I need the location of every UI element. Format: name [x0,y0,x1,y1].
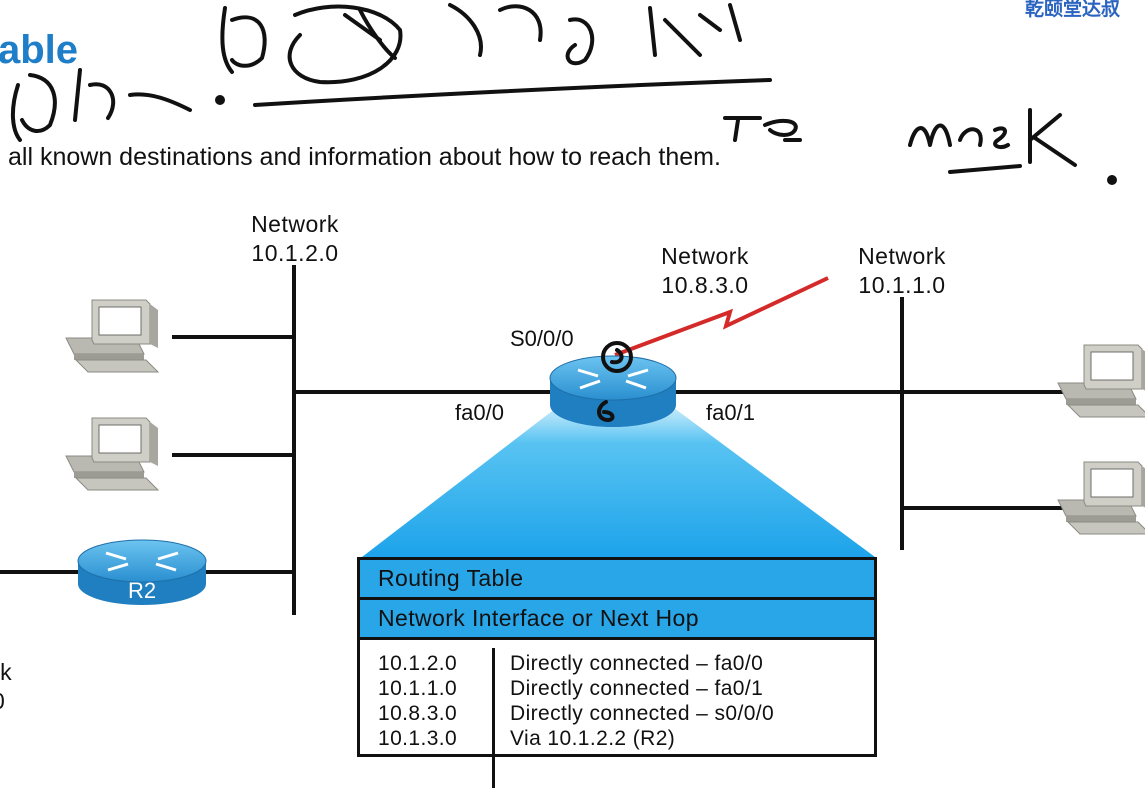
interface-label-s0-0-0: S0/0/0 [510,326,574,351]
route-network: 10.1.2.0 [378,652,458,675]
route-next-hop: Directly connected – fa0/0 [510,652,764,675]
routing-table: Routing Table Network Interface or Next … [357,557,877,788]
network-diagram: R2 [0,3,1145,615]
slide-subtitle: all known destinations and information a… [8,143,721,171]
network-label-word: Network [858,243,946,269]
route-next-hop: Directly connected – fa0/1 [510,677,764,700]
network-label-address: 10.1.1.0 [858,272,946,298]
watermark-logo: 乾颐堂达叔 [1025,0,1121,20]
pc-icon [1057,461,1145,535]
table-row: 10.1.2.0 Directly connected – fa0/0 [360,652,874,677]
router-r2-label: R2 [128,578,156,603]
handwritten-annotations [11,3,1117,422]
network-label-10-8-3-0: Network 10.8.3.0 [635,242,775,300]
route-network: 10.1.3.0 [378,727,458,750]
table-row: 10.1.3.0 Via 10.1.2.2 (R2) [360,727,874,752]
slide-title: able [0,28,79,72]
network-label-address: 10.8.3.0 [661,272,749,298]
route-network: 10.1.1.0 [378,677,458,700]
routing-table-body: 10.1.2.0 Directly connected – fa0/0 10.1… [360,640,874,788]
pc-icon [65,299,159,373]
column-divider [492,648,495,788]
network-label-word: Network [661,243,749,269]
router-icon [77,539,207,605]
network-label-address: 0 [0,687,32,716]
route-next-hop: Directly connected – s0/0/0 [510,702,775,725]
pc-icon [1057,344,1145,418]
network-label-10-1-2-0: Network 10.1.2.0 [225,210,365,268]
routing-table-beam [362,405,875,557]
wan-serial-link [614,276,829,357]
interface-label-fa0-0: fa0/0 [455,400,504,425]
network-label-10-1-1-0: Network 10.1.1.0 [832,242,972,300]
pc-icon [65,417,159,491]
routing-table-header: Network Interface or Next Hop [360,600,874,640]
network-label-address: 10.1.2.0 [251,240,339,266]
table-row: 10.8.3.0 Directly connected – s0/0/0 [360,702,874,727]
network-label-partial: rk 0 [0,658,32,716]
route-next-hop: Via 10.1.2.2 (R2) [510,727,676,750]
route-network: 10.8.3.0 [378,702,458,725]
network-label-word: Network [251,211,339,237]
router-icon [549,355,677,427]
routing-table-title: Routing Table [360,560,874,600]
network-label-word: rk [0,659,13,685]
interface-label-fa0-1: fa0/1 [706,400,755,425]
table-row: 10.1.1.0 Directly connected – fa0/1 [360,677,874,702]
